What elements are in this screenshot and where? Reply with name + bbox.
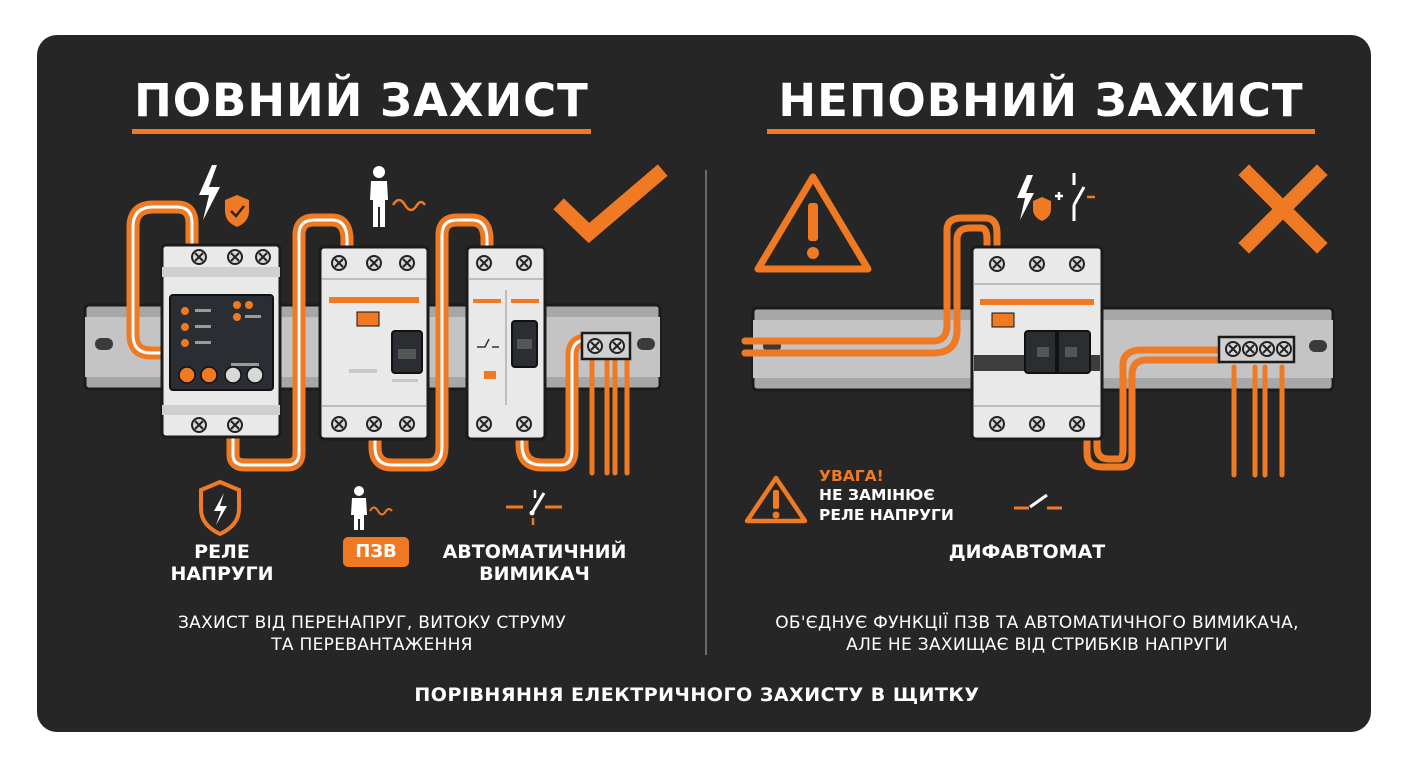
right-title-underline (767, 129, 1315, 134)
left-title: ПОВНИЙ ЗАХИСТ (134, 74, 589, 127)
diagram-art (83, 129, 1335, 655)
rcd-badge: ПЗВ (343, 537, 409, 567)
right-description: ОБ'ЄДНУЄ ФУНКЦІЇ ПЗВ ТА АВТОМАТИЧНОГО ВИ… (775, 613, 1299, 656)
small-warning-icon (744, 475, 808, 524)
circuit-breaker-device (465, 245, 547, 441)
left-description: ЗАХИСТ ВІД ПЕРЕНАПРУГ, ВИТОКУ СТРУМУ ТА … (177, 613, 567, 656)
infographic-card: ПОВНИЙ ЗАХИСТ НЕПОВНИЙ ЗАХИСТ РЕЛЕ НАПРУ… (37, 35, 1371, 732)
left-terminal-block (580, 331, 632, 361)
checkmark-icon (553, 164, 668, 244)
shield-lightning-icon (199, 479, 241, 537)
lightning-shield-plus-switch-icon (1017, 173, 1095, 221)
left-wiring (126, 200, 630, 476)
breaker-label: АВТОМАТИЧНИЙ ВИМИКАЧ (442, 541, 627, 585)
relay-label: РЕЛЕ НАПРУГИ (170, 541, 274, 585)
difavtomat-label: ДИФАВТОМАТ (948, 541, 1106, 563)
warning-triangle-icon (754, 173, 872, 273)
small-switch-icon (1014, 493, 1062, 510)
lightning-shield-icon (199, 165, 249, 227)
warning-text: УВАГА! НЕ ЗАМІНЮЄ РЕЛЕ НАПРУГИ (819, 467, 954, 524)
rcd-device (318, 245, 430, 441)
switch-symbol-icon (506, 490, 562, 525)
footer-caption: ПОРІВНЯННЯ ЕЛЕКТРИЧНОГО ЗАХИСТУ В ЩИТКУ (414, 684, 980, 706)
person-current-icon (351, 486, 393, 530)
differential-breaker-device (970, 245, 1104, 441)
left-title-underline (132, 129, 591, 134)
cross-icon (1238, 164, 1328, 254)
right-wiring (741, 214, 1285, 478)
voltage-relay-device (160, 243, 282, 439)
right-title: НЕПОВНИЙ ЗАХИСТ (778, 74, 1304, 127)
person-leakage-icon (370, 166, 427, 227)
right-terminal-block (1217, 335, 1296, 364)
